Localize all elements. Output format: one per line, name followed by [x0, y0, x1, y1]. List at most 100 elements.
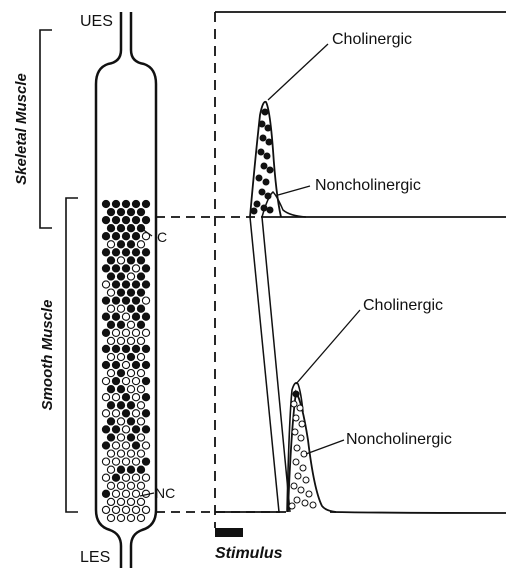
noncholinergic-neuron-dot	[117, 514, 124, 521]
noncholinergic-neuron-dot	[107, 289, 114, 296]
skeletal-muscle-label: Skeletal Muscle	[13, 73, 30, 185]
cholinergic-neuron-dot	[107, 321, 114, 328]
noncholinergic-neuron-dot	[107, 498, 114, 505]
cholinergic-neuron-dot	[107, 273, 114, 280]
noncholinergic-neuron-dot	[112, 394, 119, 401]
noncholinergic-neuron-dot	[112, 490, 119, 497]
noncholinergic-neuron-dot	[112, 442, 119, 449]
cholinergic-neuron-dot	[127, 305, 134, 312]
noncholinergic-neuron-dot	[137, 241, 144, 248]
lower-noncholinergic-leader	[306, 440, 344, 454]
cholinergic-neuron-dot	[132, 313, 139, 320]
noncholinergic-neuron-dot	[107, 482, 114, 489]
noncholinergic-neuron-dot	[137, 434, 144, 441]
lower-peak-dot	[302, 500, 308, 506]
lower-peak-dot	[298, 487, 304, 493]
cholinergic-neuron-dot	[112, 297, 119, 304]
cholinergic-neuron-dot	[132, 297, 139, 304]
upper-peak-dot	[267, 207, 273, 213]
noncholinergic-neuron-dot	[117, 353, 124, 360]
cholinergic-neuron-dot	[132, 442, 139, 449]
noncholinergic-neuron-dot	[117, 418, 124, 425]
noncholinergic-neuron-dot	[132, 394, 139, 401]
noncholinergic-neuron-dot	[137, 514, 144, 521]
cholinergic-neuron-dot	[107, 418, 114, 425]
cholinergic-neuron-dot	[102, 361, 109, 368]
cholinergic-neuron-dot	[112, 265, 119, 272]
cholinergic-neuron-dot	[112, 249, 119, 256]
c-label: C	[157, 229, 167, 245]
noncholinergic-neuron-dot	[102, 506, 109, 513]
cholinergic-neuron-dot	[142, 378, 149, 385]
cholinergic-neuron-dot	[132, 249, 139, 256]
cholinergic-neuron-dot	[142, 200, 149, 207]
noncholinergic-neuron-dot	[107, 353, 114, 360]
noncholinergic-neuron-dot	[107, 337, 114, 344]
cholinergic-neuron-dot	[142, 458, 149, 465]
upper-peak-dot	[259, 189, 265, 195]
nc-label: NC	[155, 485, 175, 501]
cholinergic-neuron-dot	[117, 386, 124, 393]
esophagus-tube	[96, 12, 156, 568]
cholinergic-neuron-dot	[112, 345, 119, 352]
noncholinergic-neuron-dot	[127, 337, 134, 344]
cholinergic-neuron-dot	[112, 361, 119, 368]
cholinergic-neuron-dot	[127, 289, 134, 296]
upper-peak-dot	[258, 149, 264, 155]
noncholinergic-neuron-dot	[102, 378, 109, 385]
noncholinergic-neuron-dot	[112, 506, 119, 513]
cholinergic-neuron-dot	[137, 209, 144, 216]
cholinergic-neuron-dot	[107, 257, 114, 264]
upper-peak-dot	[260, 135, 266, 141]
cholinergic-neuron-dot	[142, 426, 149, 433]
noncholinergic-neuron-dot	[132, 506, 139, 513]
upper-cholinergic-peak	[250, 102, 281, 217]
noncholinergic-neuron-dot	[112, 410, 119, 417]
upper-peak-dot	[262, 109, 268, 115]
cholinergic-neuron-dot	[117, 225, 124, 232]
lower-peak-dot	[303, 477, 309, 483]
cholinergic-neuron-dot	[112, 426, 119, 433]
upper-peak-dot	[254, 201, 260, 207]
cholinergic-neuron-dot	[132, 200, 139, 207]
cholinergic-neuron-dot	[117, 273, 124, 280]
noncholinergic-neuron-dot	[137, 402, 144, 409]
ues-label: UES	[80, 13, 113, 30]
noncholinergic-neuron-dot	[112, 329, 119, 336]
lower-peak-dot	[298, 435, 304, 441]
smooth-muscle-bracket	[66, 198, 78, 512]
noncholinergic-neuron-dot	[122, 506, 129, 513]
upper-peak-dot	[259, 121, 265, 127]
cholinergic-neuron-dot	[102, 233, 109, 240]
upper-peak-dot	[263, 179, 269, 185]
noncholinergic-neuron-dot	[107, 466, 114, 473]
lower-noncholinergic-label: Noncholinergic	[346, 431, 452, 448]
lower-peak-dot	[306, 491, 312, 497]
noncholinergic-neuron-dot	[122, 474, 129, 481]
cholinergic-neuron-dot	[122, 394, 129, 401]
cholinergic-neuron-dot	[117, 209, 124, 216]
cholinergic-neuron-dot	[107, 386, 114, 393]
cholinergic-neuron-dot	[132, 281, 139, 288]
upper-cholinergic-label: Cholinergic	[332, 31, 412, 48]
lower-peak-dot	[291, 483, 297, 489]
cholinergic-neuron-dot	[112, 217, 119, 224]
upper-peak-dot	[261, 163, 267, 169]
cholinergic-neuron-dot	[122, 281, 129, 288]
noncholinergic-neuron-dot	[137, 370, 144, 377]
cholinergic-neuron-dot	[112, 281, 119, 288]
noncholinergic-neuron-dot	[132, 378, 139, 385]
noncholinergic-neuron-dot	[102, 474, 109, 481]
cholinergic-neuron-dot	[142, 281, 149, 288]
propagation-line-1	[250, 217, 279, 512]
cholinergic-neuron-dot	[142, 249, 149, 256]
cholinergic-neuron-dot	[122, 200, 129, 207]
cholinergic-neuron-dot	[102, 297, 109, 304]
lower-peak-dot	[294, 497, 300, 503]
cholinergic-neuron-dot	[127, 225, 134, 232]
lower-peak-dot	[300, 465, 306, 471]
noncholinergic-neuron-dot	[102, 281, 109, 288]
upper-noncholinergic-leader	[278, 186, 310, 195]
lower-peak-dot	[295, 473, 301, 479]
